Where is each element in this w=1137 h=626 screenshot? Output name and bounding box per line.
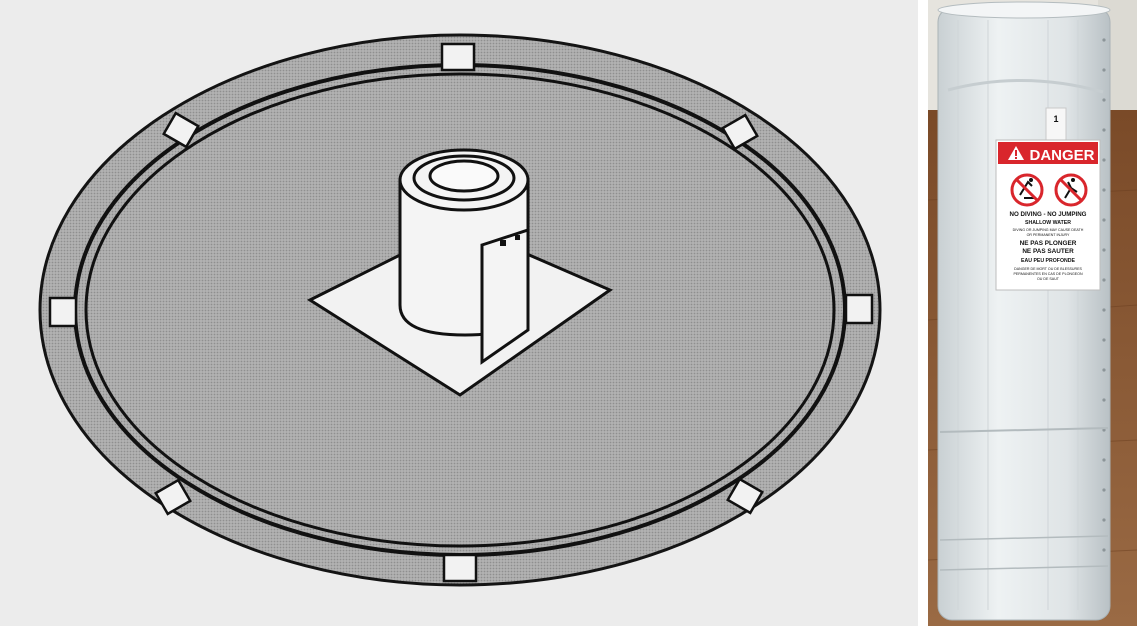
warning-triangle-icon xyxy=(1008,146,1024,160)
rolled-wall-photo-panel: 1 DANGER xyxy=(928,0,1137,626)
pool-diagram-panel xyxy=(0,0,918,626)
label-line-10: OU DE SAUT xyxy=(1037,277,1060,281)
pool-diagram xyxy=(38,33,882,587)
danger-heading: DANGER xyxy=(1029,147,1094,164)
label-line-8: DANGER DE MORT OU DE BLESSURES xyxy=(1014,267,1082,271)
rolled-pool-wall-photo xyxy=(937,1,1111,621)
label-line-7: EAU PEU PROFONDE xyxy=(1021,258,1075,264)
no-jumping-icon xyxy=(1054,173,1088,207)
track-connectors xyxy=(48,42,874,583)
item-number-tag: 1 xyxy=(1045,107,1067,141)
label-line-1: NO DIVING - NO JUMPING xyxy=(1009,211,1086,218)
label-line-4: OR PERMANENT INJURY xyxy=(1027,233,1070,237)
no-diving-icon xyxy=(1010,173,1044,207)
label-line-5: NE PAS PLONGER xyxy=(1020,240,1077,247)
label-line-2: SHALLOW WATER xyxy=(1025,220,1071,226)
danger-warning-label: DANGER NO DIVING - NO JUMPING SHALLOW WA… xyxy=(995,139,1101,291)
rolled-pool-wall xyxy=(398,148,530,365)
rolled-wall-photo: 1 DANGER xyxy=(928,0,1137,626)
label-line-6: NE PAS SAUTER xyxy=(1022,248,1074,255)
label-line-3: DIVING OR JUMPING MAY CAUSE DEATH xyxy=(1013,228,1084,232)
item-number: 1 xyxy=(1053,114,1058,124)
label-line-9: PERMANENTES EN CAS DE PLONGEON xyxy=(1013,272,1082,276)
